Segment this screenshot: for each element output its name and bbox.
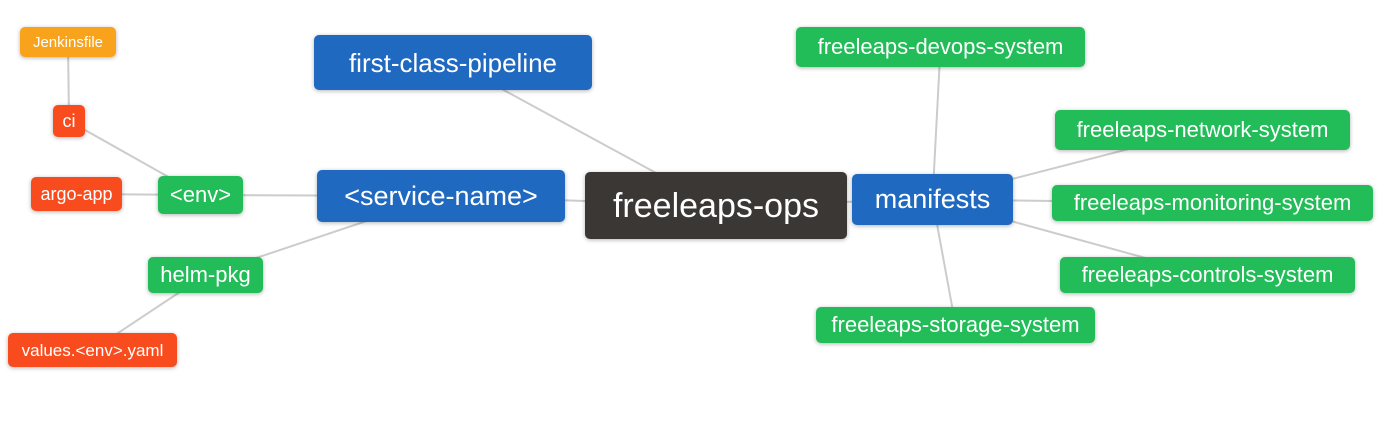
node-label: ci [62,111,76,131]
node-label: <service-name> [344,180,538,211]
node-helm-pkg[interactable]: helm-pkg [148,257,263,293]
node-label: manifests [874,184,991,214]
node-first-class-pipeline[interactable]: first-class-pipeline [314,35,592,90]
node-jenkinsfile[interactable]: Jenkinsfile [20,27,116,57]
node-label: freeleaps-network-system [1076,117,1329,142]
node-argo-app[interactable]: argo-app [31,177,122,211]
node-label: freeleaps-devops-system [817,34,1064,59]
node-label: argo-app [40,184,113,204]
node-label: first-class-pipeline [348,47,558,78]
node-label: freeleaps-storage-system [831,312,1080,337]
node-env[interactable]: <env> [158,176,243,214]
node-label: Jenkinsfile [32,33,104,51]
node-label: helm-pkg [160,262,251,287]
node-service-name[interactable]: <service-name> [317,170,565,222]
node-freeleaps-network-system[interactable]: freeleaps-network-system [1055,110,1350,150]
node-label: <env> [169,182,232,207]
node-values-env-yaml[interactable]: values.<env>.yaml [8,333,177,367]
node-freeleaps-devops-system[interactable]: freeleaps-devops-system [796,27,1085,67]
node-freeleaps-monitoring-system[interactable]: freeleaps-monitoring-system [1052,185,1373,221]
node-label: freeleaps-monitoring-system [1073,190,1352,215]
node-label: freeleaps-ops [612,186,819,225]
node-freeleaps-storage-system[interactable]: freeleaps-storage-system [816,307,1095,343]
node-ci[interactable]: ci [53,105,85,137]
node-freeleaps-controls-system[interactable]: freeleaps-controls-system [1060,257,1355,293]
node-manifests[interactable]: manifests [852,174,1013,225]
node-label: values.<env>.yaml [21,340,164,360]
node-label: freeleaps-controls-system [1081,262,1334,287]
node-freeleaps-ops[interactable]: freeleaps-ops [585,172,847,239]
